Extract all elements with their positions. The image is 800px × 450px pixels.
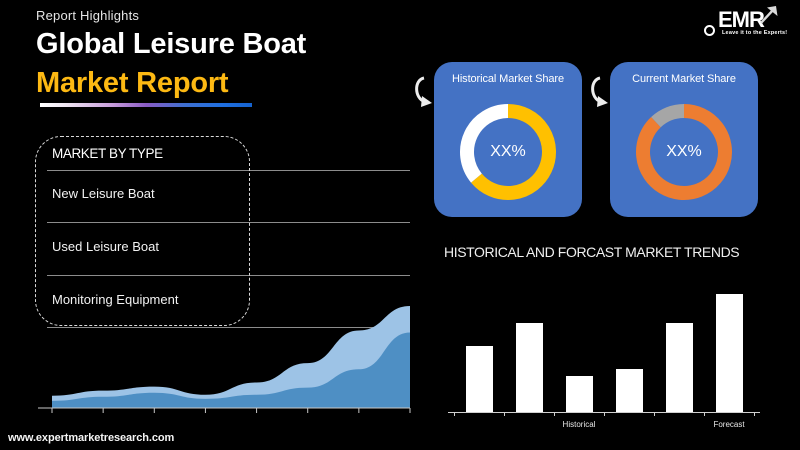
area-chart bbox=[38, 306, 411, 413]
current-market-share-card[interactable]: Current Market Share XX% bbox=[610, 62, 758, 217]
bar-axis-label: Forecast bbox=[713, 420, 745, 429]
title-underline-gradient bbox=[40, 103, 252, 107]
bar-axis-tick bbox=[604, 412, 605, 416]
market-type-divider bbox=[47, 327, 410, 328]
bar-axis-tick bbox=[654, 412, 655, 416]
area-chart-series-upper bbox=[52, 306, 410, 408]
flow-arrow-icon bbox=[415, 76, 432, 107]
market-type-divider bbox=[47, 222, 410, 223]
bar-axis-label: Historical bbox=[562, 420, 596, 429]
donut-center-label: XX% bbox=[490, 143, 526, 160]
area-chart-series-lower bbox=[52, 332, 410, 408]
historical-donut-chart: XX% bbox=[452, 96, 564, 208]
donut-svg bbox=[636, 104, 732, 200]
bar-6 bbox=[715, 294, 743, 412]
eyebrow-label: Report Highlights bbox=[36, 8, 140, 23]
bar-axis-tick bbox=[504, 412, 505, 416]
market-by-type-heading: MARKET BY TYPE bbox=[52, 146, 163, 161]
donut-center-label: XX% bbox=[666, 143, 702, 160]
bar-axis-tick bbox=[704, 412, 705, 416]
logo-circle-icon bbox=[704, 25, 715, 36]
card-title: Historical Market Share bbox=[451, 73, 564, 85]
bar-1 bbox=[465, 345, 493, 412]
donut-segment-remainder bbox=[460, 104, 509, 183]
trends-section-title: HISTORICAL AND FORCAST MARKET TRENDS bbox=[444, 244, 740, 260]
current-donut-chart: XX% bbox=[628, 96, 740, 208]
market-type-item-monitoring-equipment: Monitoring Equipment bbox=[52, 292, 179, 307]
bar-axis-tick bbox=[554, 412, 555, 416]
flow-arrow-icon bbox=[591, 76, 608, 107]
logo-wordmark: EMR bbox=[718, 7, 765, 32]
area-chart-x-axis bbox=[38, 407, 411, 413]
market-type-item-used-leisure-boat: Used Leisure Boat bbox=[52, 239, 159, 254]
bar-3 bbox=[565, 375, 593, 412]
bar-4 bbox=[615, 368, 643, 412]
donut-segment-remainder bbox=[651, 104, 685, 128]
logo-arrow-icon bbox=[760, 6, 778, 24]
market-type-divider bbox=[47, 275, 410, 276]
page-title-line1: Global Leisure Boat bbox=[36, 28, 307, 60]
emr-logo: EMR Leave it to the Experts! bbox=[700, 6, 792, 46]
footer-url: www.expertmarketresearch.com bbox=[8, 432, 175, 444]
market-type-item-new-leisure-boat: New Leisure Boat bbox=[52, 186, 155, 201]
trends-bar-chart: Historical Forecast bbox=[440, 270, 790, 445]
donut-svg bbox=[460, 104, 556, 200]
market-type-divider bbox=[47, 170, 410, 171]
bar-5 bbox=[665, 322, 693, 412]
bar-axis-tick bbox=[454, 412, 455, 416]
page-title-line2: Market Report bbox=[36, 67, 229, 99]
bar-axis-tick bbox=[754, 412, 755, 416]
donut-segment-share bbox=[471, 104, 556, 200]
donut-segment-share bbox=[636, 104, 732, 200]
bar-2 bbox=[515, 322, 543, 412]
logo-tagline: Leave it to the Experts! bbox=[722, 30, 788, 36]
card-title: Current Market Share bbox=[632, 73, 736, 85]
historical-market-share-card[interactable]: Historical Market Share XX% bbox=[434, 62, 582, 217]
